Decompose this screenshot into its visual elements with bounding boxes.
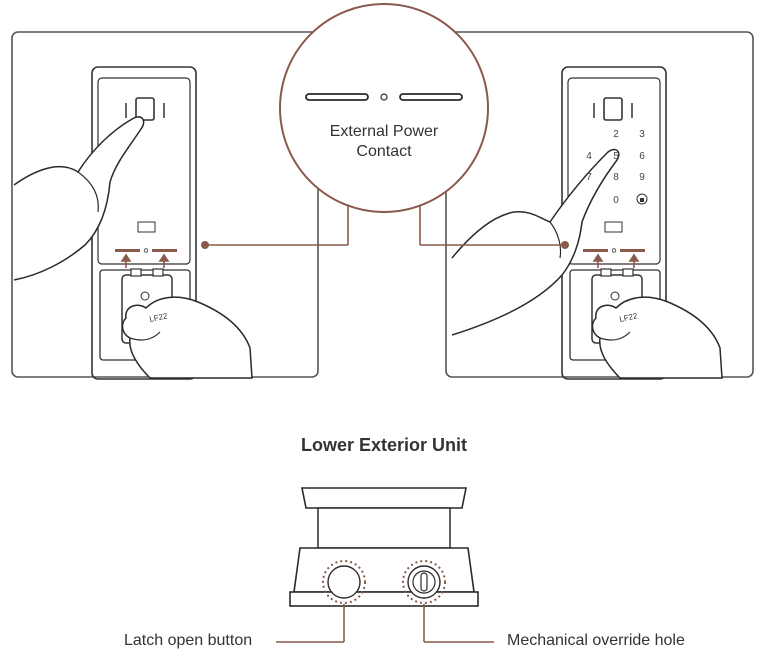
left-panel — [11, 31, 349, 380]
hand-holding-battery-left — [121, 296, 253, 379]
keypad-key: 9 — [639, 172, 645, 183]
keypad-key: 7 — [586, 172, 592, 183]
external-power-contact-icon — [279, 3, 489, 213]
external-power-contact-label: External Power Contact — [250, 122, 518, 162]
lower-exterior-unit — [276, 487, 494, 643]
keypad-key: 6 — [639, 151, 645, 162]
power-contacts-left — [115, 248, 177, 253]
keypad-key: 0 — [613, 195, 619, 206]
keypad-key: 3 — [639, 129, 645, 140]
battery-text: LF22 — [619, 311, 639, 324]
callout-line-1: External Power — [329, 123, 439, 140]
fingerprint-sensor-icon — [125, 97, 165, 121]
mechanical-override-hole-label: Mechanical override hole — [507, 632, 685, 649]
lower-exterior-unit-title: Lower Exterior Unit — [300, 435, 468, 455]
keypad-key: 8 — [613, 172, 619, 183]
arrow-up-icon — [592, 253, 640, 268]
battery-text: LF22 — [149, 311, 169, 324]
callout-line-2: Contact — [356, 143, 412, 160]
hand-pointing-left — [13, 116, 145, 281]
lock-icon — [636, 193, 648, 205]
keypad-key: 4 — [586, 151, 592, 162]
fingerprint-sensor-icon — [593, 97, 633, 121]
hand-holding-battery-right — [591, 296, 723, 379]
keypad-digits: 2 3 4 5 6 7 8 9 0 — [586, 129, 645, 206]
hand-pointing-right — [451, 148, 620, 336]
right-panel — [419, 31, 754, 380]
keypad-key: 5 — [613, 151, 619, 162]
keypad-key: 2 — [613, 129, 619, 140]
power-contacts-right — [583, 248, 645, 253]
keyhole-icon — [402, 560, 446, 604]
arrow-up-icon — [120, 253, 170, 268]
latch-open-button-label: Latch open button — [124, 632, 253, 649]
